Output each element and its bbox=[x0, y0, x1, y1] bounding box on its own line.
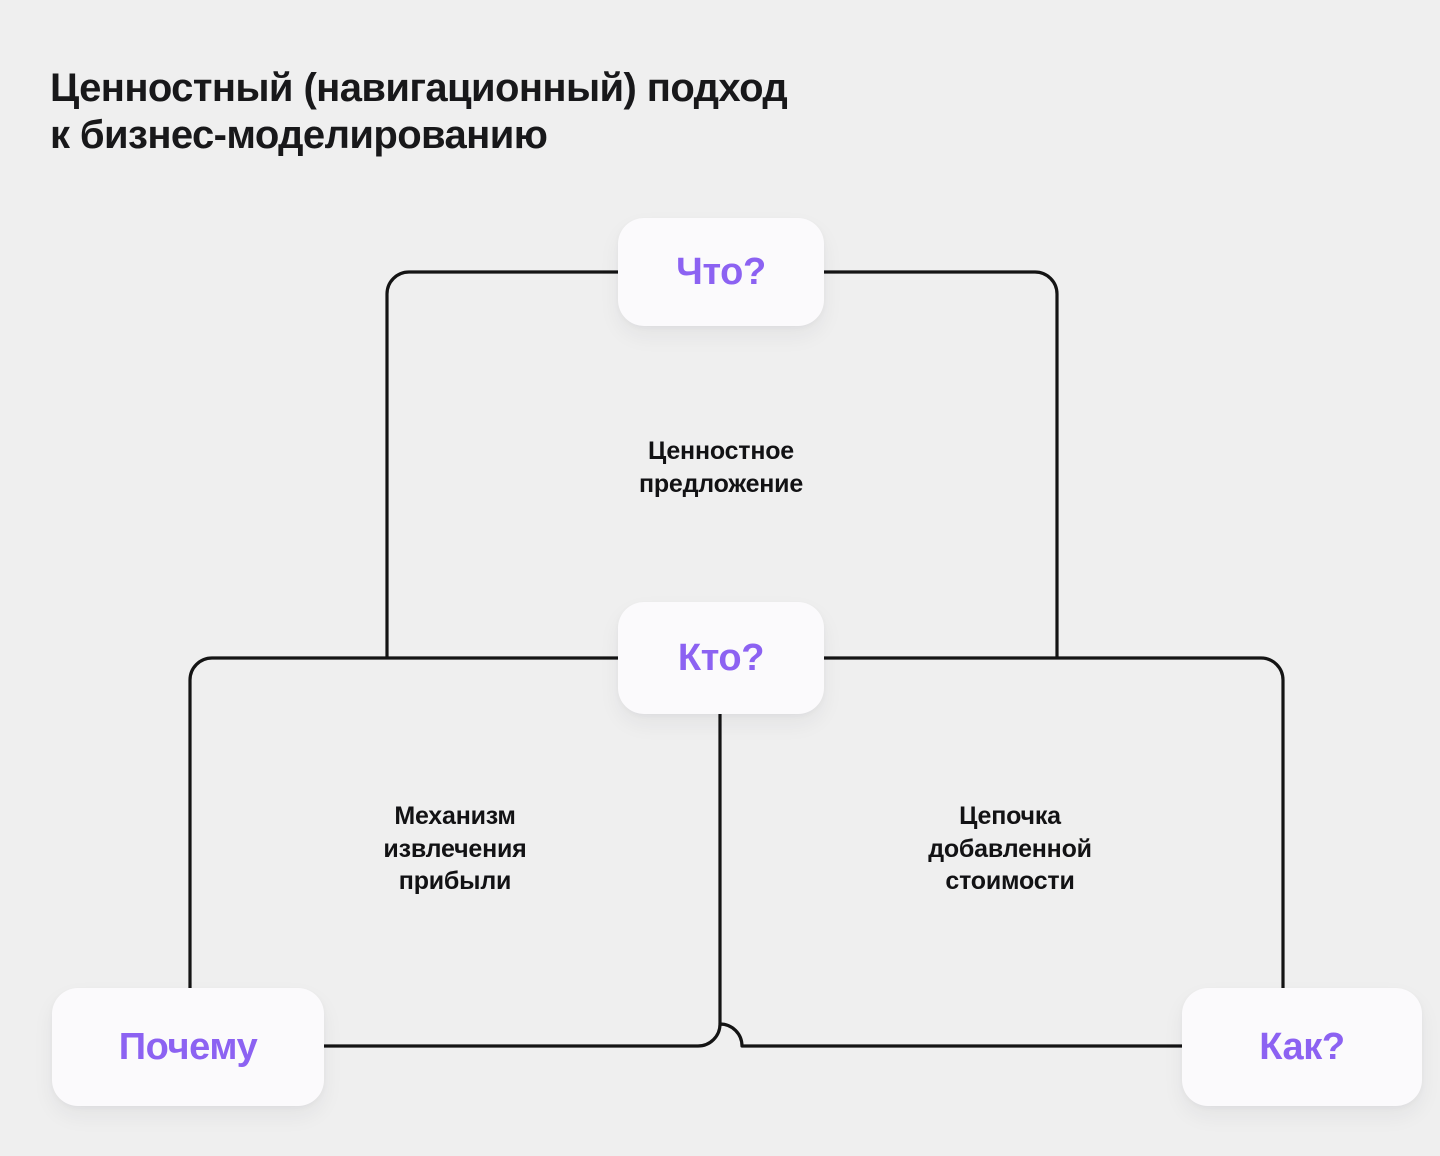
question-pill-who[interactable]: Кто? bbox=[618, 602, 824, 714]
label-value-chain: Цепочка добавленной стоимости bbox=[928, 802, 1092, 895]
question-pill-what[interactable]: Что? bbox=[618, 218, 824, 326]
question-pill-why-label: Почему bbox=[118, 1026, 258, 1068]
question-pill-how-label: Как? bbox=[1259, 1026, 1345, 1068]
page-title: Ценностный (навигационный) подход к бизн… bbox=[50, 65, 788, 157]
label-value-proposition: Ценностное предложение bbox=[638, 437, 804, 498]
question-pill-what-label: Что? bbox=[676, 251, 766, 293]
question-pill-how[interactable]: Как? bbox=[1182, 988, 1422, 1106]
question-pill-who-label: Кто? bbox=[677, 637, 765, 679]
label-profit-mechanism: Механизм извлечения прибыли bbox=[383, 802, 527, 895]
question-pill-why[interactable]: Почему bbox=[52, 988, 324, 1106]
bottom-rail-path bbox=[190, 1022, 1283, 1048]
